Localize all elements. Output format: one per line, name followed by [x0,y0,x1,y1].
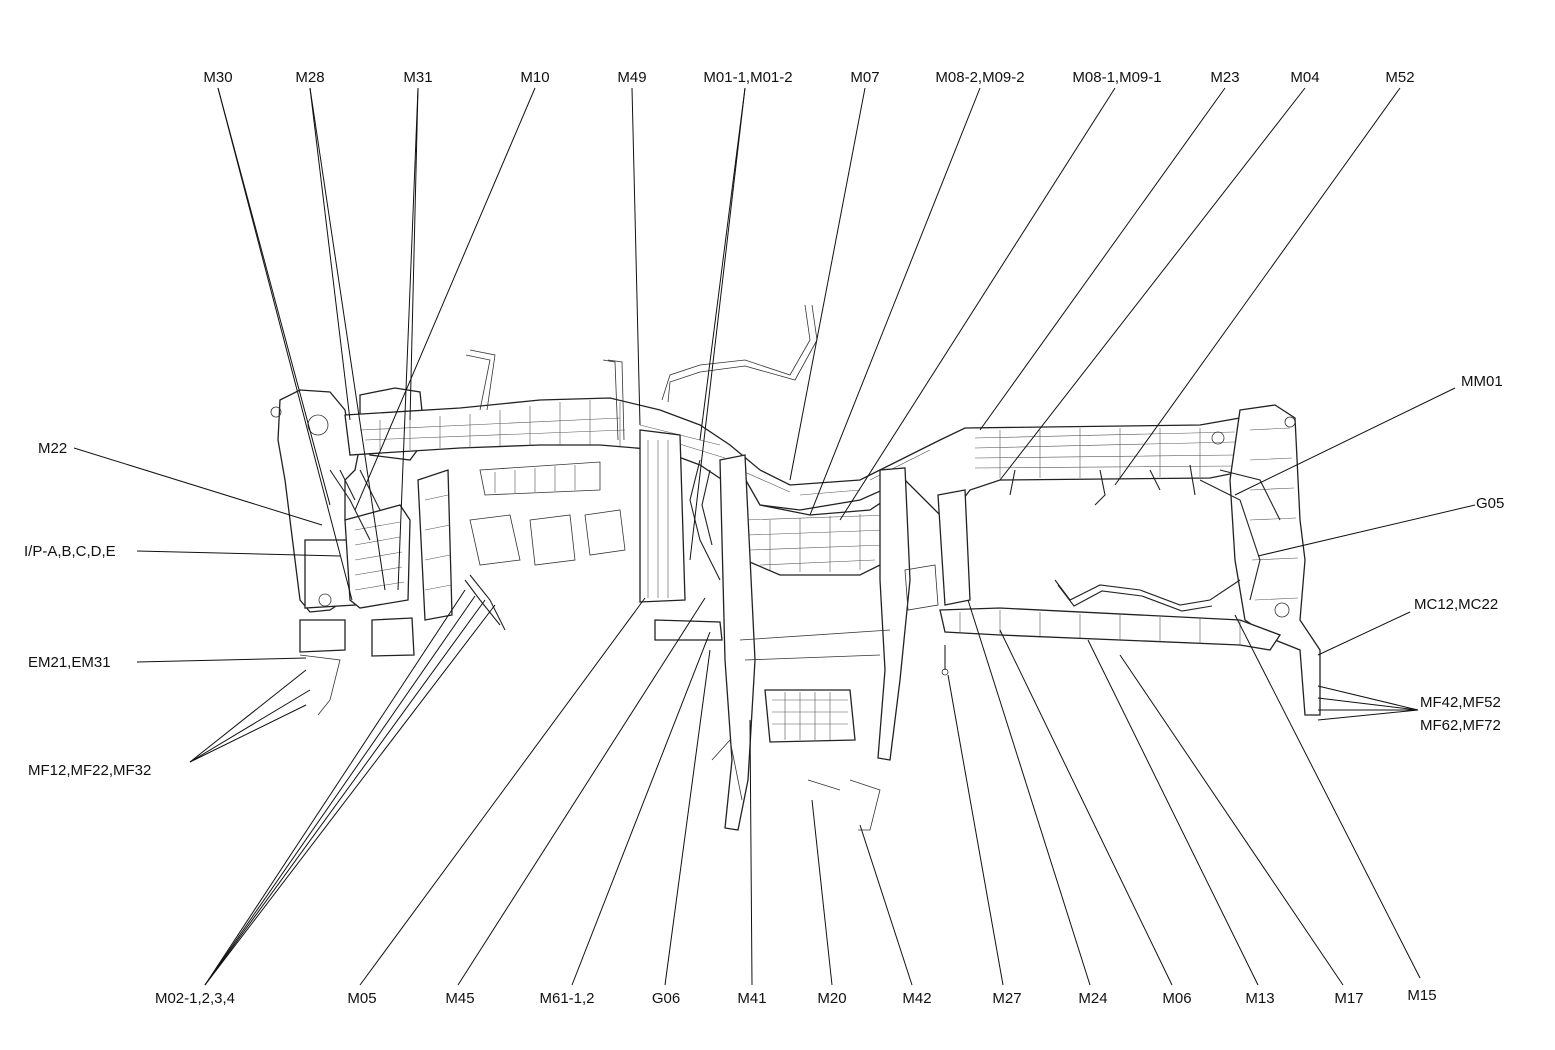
label-mf12-mf22-mf32: MF12,MF22,MF32 [28,762,151,779]
label-m07: M07 [850,69,879,86]
label-m30: M30 [203,69,232,86]
label-m42: M42 [902,990,931,1007]
label-m49: M49 [617,69,646,86]
label-m61: M61-1,2 [539,990,594,1007]
label-m01: M01-1,M01-2 [703,69,792,86]
label-m10: M10 [520,69,549,86]
label-m02: M02-1,2,3,4 [155,990,235,1007]
label-m15: M15 [1407,987,1436,1004]
label-ip: I/P-A,B,C,D,E [24,543,116,560]
label-m08-2-m09-2: M08-2,M09-2 [935,69,1024,86]
label-m06: M06 [1162,990,1191,1007]
label-m24: M24 [1078,990,1107,1007]
leader-lines [73,87,1476,986]
label-m28: M28 [295,69,324,86]
callout-labels: M30 M28 M31 M10 M49 M01-1,M01-2 M07 M08-… [24,69,1504,1007]
label-m27: M27 [992,990,1021,1007]
label-m04: M04 [1290,69,1319,86]
label-m23: M23 [1210,69,1239,86]
instrument-panel-drawing [270,304,1321,831]
label-g05: G05 [1476,495,1504,512]
label-mf62-mf72: MF62,MF72 [1420,717,1501,734]
label-m45: M45 [445,990,474,1007]
label-m08-1-m09-1: M08-1,M09-1 [1072,69,1161,86]
label-mc12-mc22: MC12,MC22 [1414,596,1498,613]
label-mm01: MM01 [1461,373,1503,390]
label-m17: M17 [1334,990,1363,1007]
label-m20: M20 [817,990,846,1007]
label-m31: M31 [403,69,432,86]
label-m05: M05 [347,990,376,1007]
label-mf42-mf52: MF42,MF52 [1420,694,1501,711]
label-m52: M52 [1385,69,1414,86]
label-m22: M22 [38,440,67,457]
label-m41: M41 [737,990,766,1007]
label-em21-em31: EM21,EM31 [28,654,111,671]
label-g06: G06 [652,990,680,1007]
label-m13: M13 [1245,990,1274,1007]
